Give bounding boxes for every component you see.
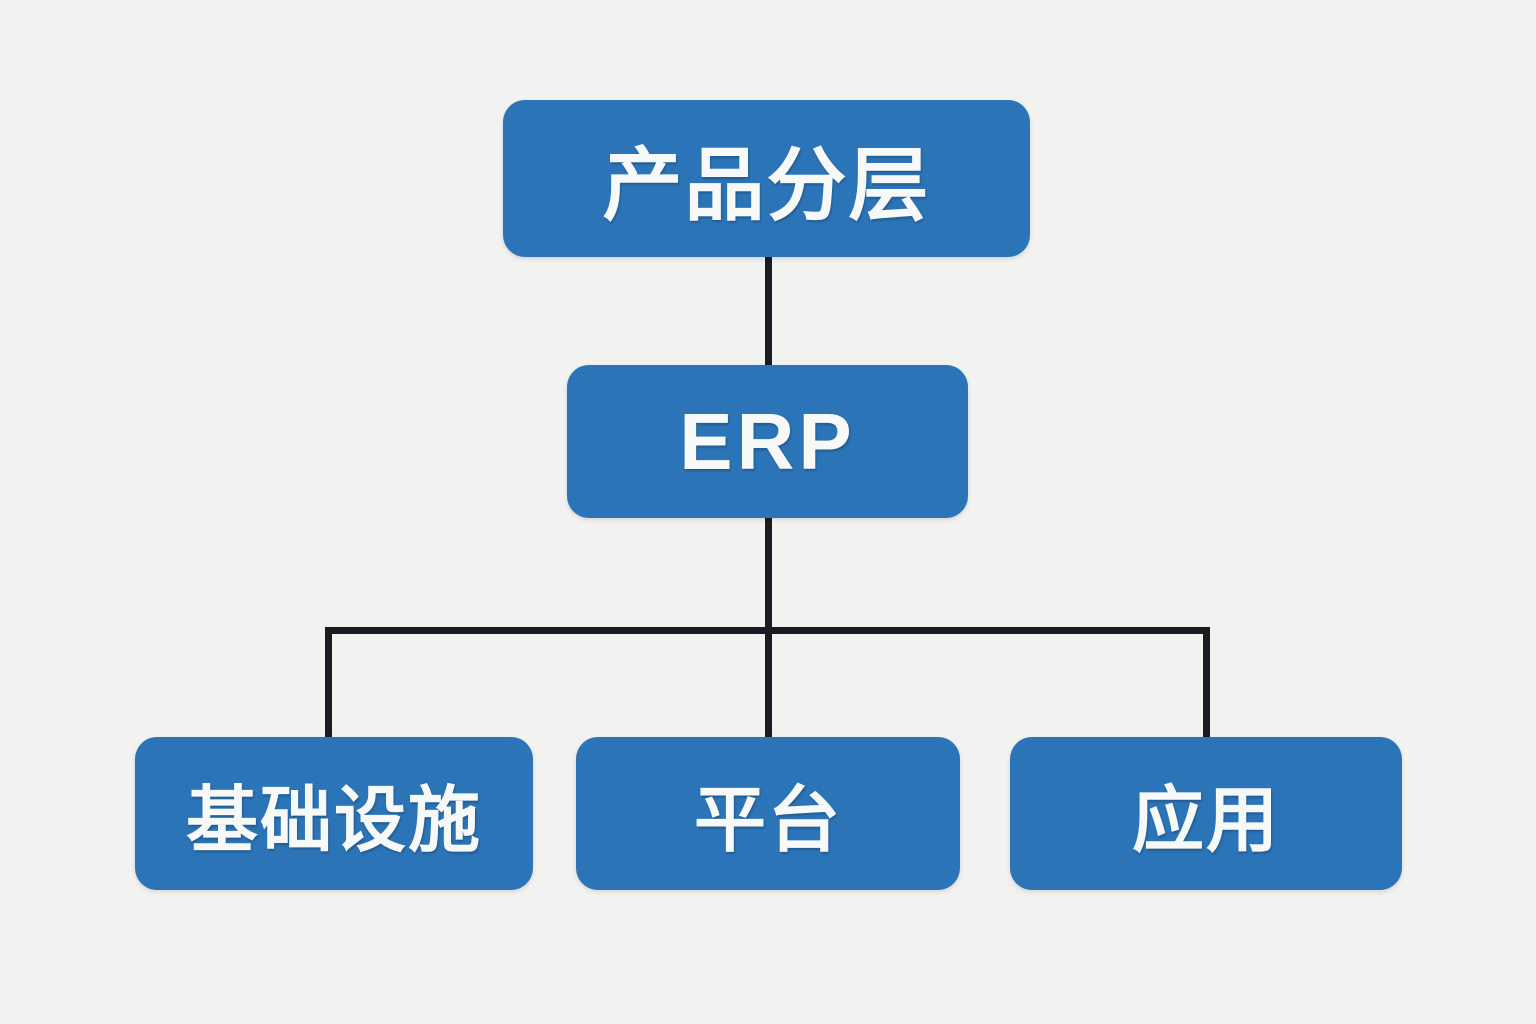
- node-child-platform[interactable]: 平台: [576, 737, 960, 890]
- node-erp[interactable]: ERP: [567, 365, 968, 518]
- connector-erp-to-bus: [765, 512, 772, 634]
- node-child-infrastructure[interactable]: 基础设施: [135, 737, 533, 890]
- node-root-product-layering[interactable]: 产品分层: [503, 100, 1030, 257]
- connector-root-to-erp: [765, 250, 772, 372]
- node-child-application[interactable]: 应用: [1010, 737, 1402, 890]
- connector-bus-to-child-3: [1203, 627, 1210, 742]
- connector-bus-to-child-1: [325, 627, 332, 742]
- connector-bus-to-child-2: [765, 627, 772, 742]
